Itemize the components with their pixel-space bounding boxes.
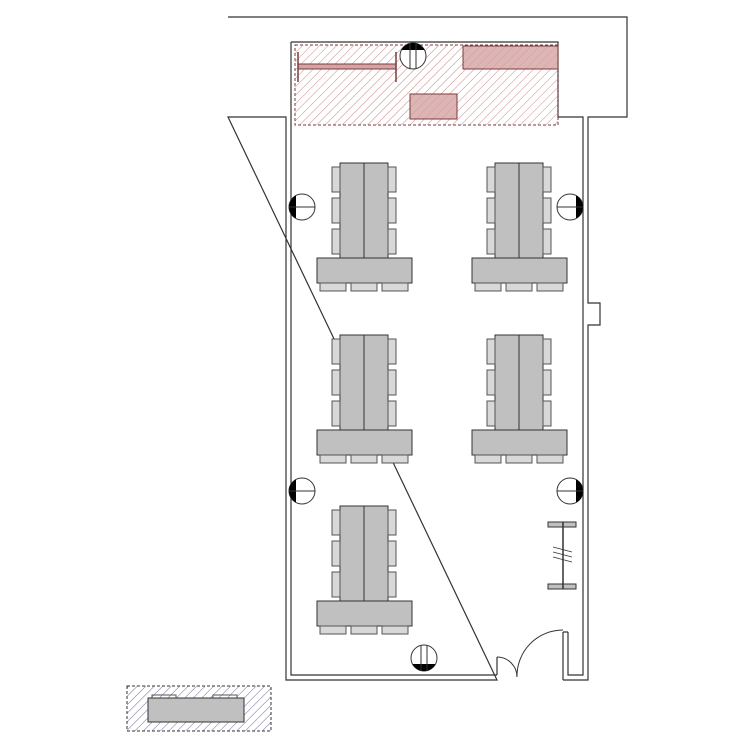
chair — [387, 400, 397, 427]
table-group-group-5 — [316, 505, 413, 635]
chair — [331, 228, 341, 255]
door-jamb — [562, 631, 568, 680]
table — [494, 162, 520, 259]
head-table — [316, 600, 413, 627]
chair — [542, 228, 552, 255]
head-table — [471, 257, 568, 284]
light-fixture-icon — [556, 477, 584, 505]
chair — [387, 540, 397, 567]
table — [363, 334, 389, 431]
chair — [542, 338, 552, 365]
chair — [505, 454, 533, 464]
chair — [486, 166, 496, 193]
table — [363, 505, 389, 602]
table-group-group-3 — [316, 334, 413, 464]
chair — [542, 369, 552, 396]
chair — [387, 571, 397, 598]
chair — [536, 454, 564, 464]
chair — [331, 509, 341, 536]
light-fixtures — [288, 42, 584, 672]
outer-wall — [227, 16, 628, 681]
chair — [542, 400, 552, 427]
chair — [319, 454, 347, 464]
chair — [381, 454, 409, 464]
chair — [319, 282, 347, 292]
table — [339, 505, 365, 602]
chair — [536, 282, 564, 292]
table — [518, 334, 544, 431]
light-fixture-icon — [556, 193, 584, 221]
chair — [331, 571, 341, 598]
chair — [486, 369, 496, 396]
chair — [542, 197, 552, 224]
stage-counter — [462, 45, 559, 70]
chair — [387, 338, 397, 365]
chair — [331, 400, 341, 427]
table — [339, 162, 365, 259]
light-fixture-icon — [410, 644, 438, 672]
chair — [331, 166, 341, 193]
chair — [331, 369, 341, 396]
chair — [350, 282, 378, 292]
chair — [331, 338, 341, 365]
chair — [381, 282, 409, 292]
table — [363, 162, 389, 259]
chair — [486, 400, 496, 427]
chair — [350, 625, 378, 635]
chair — [387, 166, 397, 193]
chair — [350, 454, 378, 464]
chair — [486, 228, 496, 255]
chair — [474, 454, 502, 464]
chair — [505, 282, 533, 292]
table — [494, 334, 520, 431]
lectern-rail — [297, 63, 397, 70]
entrance-door[interactable] — [496, 629, 564, 678]
walls — [227, 16, 628, 681]
chair — [331, 540, 341, 567]
chair — [474, 282, 502, 292]
chair — [486, 338, 496, 365]
table — [518, 162, 544, 259]
table — [339, 334, 365, 431]
chair — [387, 228, 397, 255]
stage-area — [294, 44, 559, 126]
head-table — [316, 429, 413, 456]
chair — [319, 625, 347, 635]
podium — [409, 93, 458, 120]
inner-wall — [290, 41, 584, 676]
chair — [542, 166, 552, 193]
light-fixture-icon — [399, 42, 427, 70]
head-table — [471, 429, 568, 456]
head-table — [316, 257, 413, 284]
chair — [486, 197, 496, 224]
projection-screen — [547, 521, 577, 590]
legend-table-sample — [126, 685, 272, 732]
light-fixture-icon — [288, 477, 316, 505]
light-fixture-icon — [288, 193, 316, 221]
chair — [387, 369, 397, 396]
chair — [387, 197, 397, 224]
table-group-group-1 — [316, 162, 413, 292]
chair — [381, 625, 409, 635]
table-group-group-2 — [471, 162, 568, 292]
chair — [331, 197, 341, 224]
chair — [387, 509, 397, 536]
table-group-group-4 — [471, 334, 568, 464]
table-groups — [316, 162, 568, 635]
